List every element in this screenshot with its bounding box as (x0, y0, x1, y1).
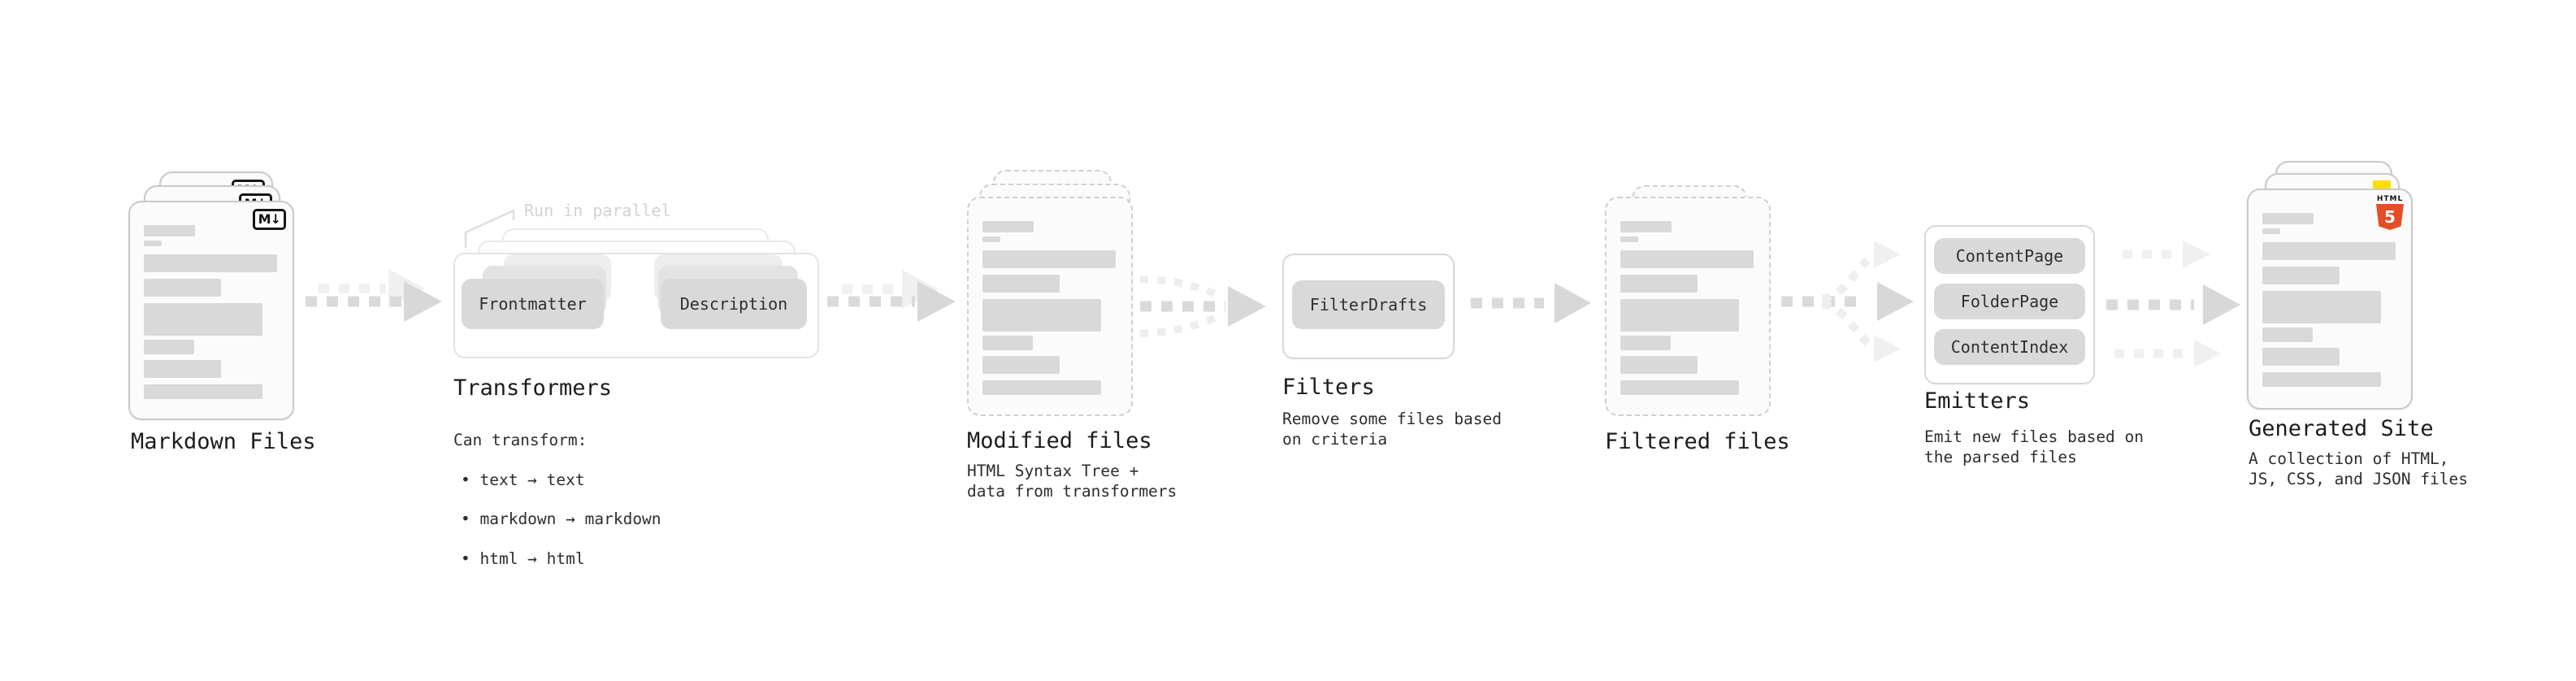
text-line-bar (2262, 372, 2381, 387)
html5-icon-shield: 5 (2376, 204, 2404, 230)
text-line-bar (144, 360, 221, 378)
arrow-filters-to-filtered (1471, 283, 1591, 323)
text-line-bar (982, 336, 1033, 350)
transformers-bullet: • markdown → markdown (461, 510, 661, 528)
generated-html-file-card: HTML 5 (2247, 189, 2413, 410)
html5-icon: HTML 5 (2375, 195, 2405, 230)
text-line-bar (2262, 228, 2280, 234)
transformers-bullet: • text → text (461, 470, 585, 489)
text-line-bar (2262, 327, 2313, 342)
text-line-bar (982, 236, 1000, 242)
text-line-bar (982, 250, 1116, 268)
description-transformer-pill: Description (661, 279, 807, 329)
text-line-bar (2262, 348, 2340, 366)
html5-icon-number: 5 (2384, 207, 2396, 227)
filtered-files-label: Filtered files (1605, 429, 1790, 454)
text-line-bar (2262, 291, 2381, 323)
transformers-description: Can transform: • text → text • markdown … (453, 410, 661, 588)
modified-files-label: Modified files (967, 428, 1152, 453)
text-line-bar (2262, 213, 2314, 224)
text-line-bar (144, 279, 221, 297)
text-line-bar (1620, 356, 1698, 374)
frontmatter-transformer-pill: Frontmatter (462, 279, 604, 329)
markdown-file-card: M↓ (128, 201, 294, 420)
text-line-bar (144, 303, 262, 336)
generated-site-description: A collection of HTML, JS, CSS, and JSON … (2249, 449, 2469, 488)
text-line-bar (144, 384, 262, 399)
text-line-bar (2262, 267, 2340, 284)
text-line-bar (1620, 275, 1698, 293)
transformers-bullet: • html → html (461, 549, 585, 568)
text-line-bar (1620, 299, 1739, 332)
contentpage-pill: ContentPage (1934, 238, 2085, 274)
arrow-markdown-to-transformers (306, 269, 442, 322)
filters-description: Remove some files based on criteria (1282, 410, 1503, 449)
transformers-desc-title: Can transform: (453, 431, 588, 449)
text-line-bar (144, 340, 194, 354)
arrow-filtered-to-emitters (1781, 241, 1914, 362)
filterdrafts-pill: FilterDrafts (1292, 280, 1445, 329)
text-line-bar (1620, 236, 1638, 242)
arrow-modified-to-filters (1139, 275, 1266, 337)
html5-icon-text: HTML (2376, 195, 2404, 203)
modified-files-description: HTML Syntax Tree + data from transformer… (967, 462, 1177, 501)
run-in-parallel-annotation: Run in parallel (524, 201, 671, 220)
text-line-bar (144, 254, 277, 272)
arrow-emitters-to-generated (2106, 241, 2240, 367)
text-line-bar (2262, 242, 2396, 260)
arrow-transformers-to-modified (827, 270, 956, 322)
text-line-bar (982, 356, 1060, 374)
markdown-icon: M↓ (252, 209, 286, 230)
text-line-bar (982, 380, 1101, 395)
folderpage-pill: FolderPage (1934, 284, 2085, 319)
text-line-bar (982, 275, 1060, 293)
text-line-bar (1620, 250, 1754, 268)
markdown-files-label: Markdown Files (131, 429, 316, 454)
text-line-bar (1620, 380, 1739, 395)
modified-file-card (967, 197, 1133, 416)
filtered-file-card (1605, 197, 1771, 416)
emitters-description: Emit new files based on the parsed files (1924, 427, 2144, 466)
transformers-label: Transformers (453, 375, 613, 401)
filters-label: Filters (1282, 375, 1375, 400)
text-line-bar (1620, 221, 1672, 232)
contentindex-pill: ContentIndex (1934, 329, 2085, 365)
text-line-bar (982, 299, 1101, 332)
text-line-bar (144, 225, 195, 236)
text-line-bar (1620, 336, 1671, 350)
emitters-label: Emitters (1924, 388, 2031, 414)
js-icon (2373, 180, 2391, 189)
generated-site-label: Generated Site (2249, 416, 2434, 441)
text-line-bar (144, 241, 162, 246)
text-line-bar (982, 221, 1034, 232)
